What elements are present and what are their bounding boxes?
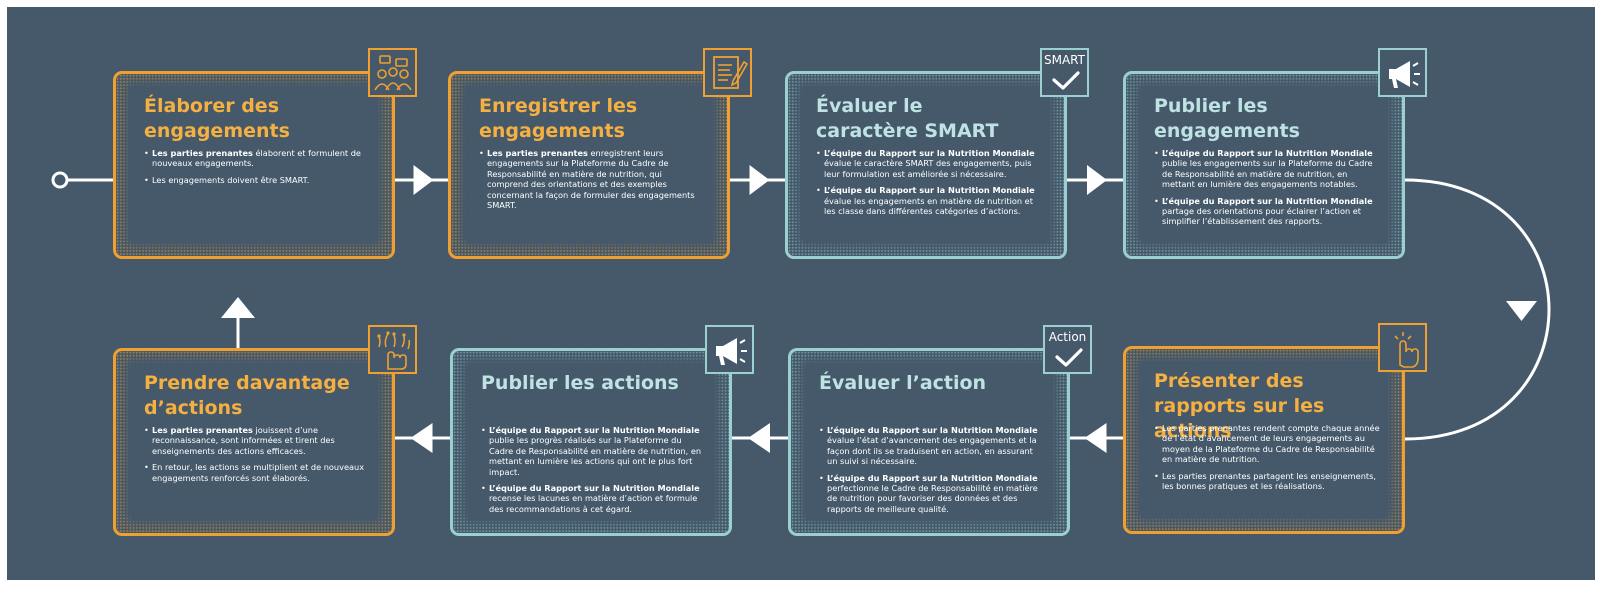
bullet-text: enregistrent leurs engagements sur la Pl…: [487, 148, 695, 211]
bullet-item: L’équipe du Rapport sur la Nutrition Mon…: [481, 425, 707, 477]
step-card-prendre-davantage-d-actions: Prendre davantage d’actionsLes parties p…: [113, 348, 395, 536]
bullet-actor: L’équipe du Rapport sur la Nutrition Mon…: [1162, 195, 1373, 206]
bullet-text: Les parties prenantes rendent compte cha…: [1162, 423, 1380, 465]
bullet-actor: L’équipe du Rapport sur la Nutrition Mon…: [827, 425, 1038, 435]
step-bullets: Les parties prenantes rendent compte cha…: [1154, 423, 1380, 497]
bullet-item: Les parties prenantes jouissent d’une re…: [144, 425, 370, 456]
badge-label: Action: [1048, 330, 1087, 344]
bullet-item: En retour, les actions se multiplient et…: [144, 462, 370, 483]
step-title: Publier les actions: [481, 372, 679, 394]
bullet-text: évalue l’état d’avancement des engagemen…: [827, 435, 1037, 467]
bullet-text: publie les engagements sur la Plateforme…: [1162, 158, 1373, 190]
bullet-actor: L’équipe du Rapport sur la Nutrition Mon…: [827, 472, 1038, 483]
diagram-canvas: Élaborer des engagementsLes parties pren…: [7, 7, 1595, 580]
bullet-item: Les parties prenantes rendent compte cha…: [1154, 423, 1380, 465]
bullet-text: jouissent d’une reconnaissance, sont inf…: [152, 425, 335, 456]
step-bullets: Les parties prenantes jouissent d’une re…: [144, 425, 370, 489]
step-badge: [1378, 323, 1427, 372]
bullet-text: En retour, les actions se multiplient et…: [152, 462, 365, 483]
bullet-text: évalue le caractère SMART des engagement…: [824, 158, 1032, 179]
bullet-actor: L’équipe du Rapport sur la Nutrition Mon…: [489, 483, 700, 494]
bullet-text: élaborent et formulent de nouveaux engag…: [152, 148, 361, 169]
bullet-actor: Les parties prenantes: [487, 148, 588, 158]
bullet-item: L’équipe du Rapport sur la Nutrition Mon…: [481, 483, 707, 514]
bullet-item: Les parties prenantes partagent les ense…: [1154, 471, 1380, 492]
loop-connector: [1404, 178, 1551, 441]
bullet-text: partage des orientations pour éclairer l…: [1162, 206, 1361, 227]
arrow-right-head: [413, 165, 434, 195]
bullet-actor: Les parties prenantes: [152, 425, 253, 435]
step-bullets: Les parties prenantes enregistrent leurs…: [479, 148, 705, 216]
bullet-actor: L’équipe du Rapport sur la Nutrition Mon…: [824, 185, 1035, 196]
arrow-left-head: [1084, 423, 1107, 453]
step-title: Publier les engagements: [1154, 95, 1300, 142]
badge-label: SMART: [1044, 53, 1085, 67]
bullet-text: Les parties prenantes partagent les ense…: [1162, 470, 1376, 492]
start-node: [51, 171, 69, 189]
step-bullets: L’équipe du Rapport sur la Nutrition Mon…: [819, 425, 1045, 520]
step-card-elaborer-des-engagements: Élaborer des engagementsLes parties pren…: [113, 71, 395, 259]
step-title: Évaluer le caractère SMART: [816, 95, 999, 142]
step-badge: [705, 325, 754, 374]
bullet-item: Les engagements doivent être SMART.: [144, 174, 370, 186]
flow-connectors: [51, 165, 1551, 453]
arrow-left-head: [748, 423, 770, 453]
step-badge: SMART: [1040, 48, 1089, 97]
step-badge: [703, 48, 752, 97]
step-card-publier-les-actions: Publier les actionsL’équipe du Rapport s…: [450, 348, 732, 536]
step-bullets: L’équipe du Rapport sur la Nutrition Mon…: [481, 425, 707, 520]
step-card-presenter-des-rapports-sur-les-actions: Présenter des rapports sur les actionsLe…: [1123, 346, 1405, 534]
bullet-item: Les parties prenantes élaborent et formu…: [144, 148, 370, 169]
arrow-up-head: [221, 297, 255, 318]
step-title: Élaborer des engagements: [144, 95, 290, 142]
step-card-evaluer-le-caractere-smart: Évaluer le caractère SMART L’équipe du Ra…: [785, 71, 1067, 259]
step-title: Prendre davantage d’actions: [144, 372, 350, 419]
step-bullets: L’équipe du Rapport sur la Nutrition Mon…: [1154, 148, 1380, 233]
step-badge: [368, 48, 417, 97]
bullet-item: L’équipe du Rapport sur la Nutrition Mon…: [819, 425, 1045, 467]
arrow-down-head: [1506, 301, 1537, 321]
bullet-item: L’équipe du Rapport sur la Nutrition Mon…: [819, 473, 1045, 515]
bullet-actor: L’équipe du Rapport sur la Nutrition Mon…: [489, 425, 700, 435]
bullet-text: perfectionne le Cadre de Responsabilité …: [827, 483, 1038, 514]
bullet-text: publie les progrès réalisés sur la Plate…: [489, 435, 702, 477]
step-bullets: Les parties prenantes élaborent et formu…: [144, 148, 370, 191]
bullet-actor: L’équipe du Rapport sur la Nutrition Mon…: [824, 148, 1035, 158]
bullet-item: L’équipe du Rapport sur la Nutrition Mon…: [1154, 148, 1380, 190]
bullet-actor: Les parties prenantes: [152, 148, 253, 158]
bullet-text: évalue les engagements en matière de nut…: [824, 195, 1033, 217]
step-badge: [1378, 48, 1427, 97]
step-title: Évaluer l’action: [819, 372, 987, 394]
step-badge: Action: [1043, 325, 1092, 374]
bullet-text: recense les lacunes en matière d’action …: [489, 493, 698, 514]
step-card-enregistrer-les-engagements: Enregistrer les engagementsLes parties p…: [448, 71, 730, 259]
arrow-right-head: [749, 165, 770, 195]
bullet-actor: L’équipe du Rapport sur la Nutrition Mon…: [1162, 148, 1373, 158]
arrow-right-head: [1087, 165, 1107, 195]
step-badge: [368, 325, 417, 374]
bullet-item: L’équipe du Rapport sur la Nutrition Mon…: [816, 148, 1042, 179]
step-bullets: L’équipe du Rapport sur la Nutrition Mon…: [816, 148, 1042, 222]
bullet-item: L’équipe du Rapport sur la Nutrition Mon…: [816, 185, 1042, 216]
bullet-text: Les engagements doivent être SMART.: [152, 174, 310, 185]
step-card-evaluer-l-action: Évaluer l’actionL’équipe du Rapport sur …: [788, 348, 1070, 536]
bullet-item: L’équipe du Rapport sur la Nutrition Mon…: [1154, 196, 1380, 227]
step-title: Enregistrer les engagements: [479, 95, 638, 142]
step-card-publier-les-engagements: Publier les engagementsL’équipe du Rappo…: [1123, 71, 1405, 259]
bullet-item: Les parties prenantes enregistrent leurs…: [479, 148, 705, 210]
arrow-left-head: [410, 423, 433, 453]
